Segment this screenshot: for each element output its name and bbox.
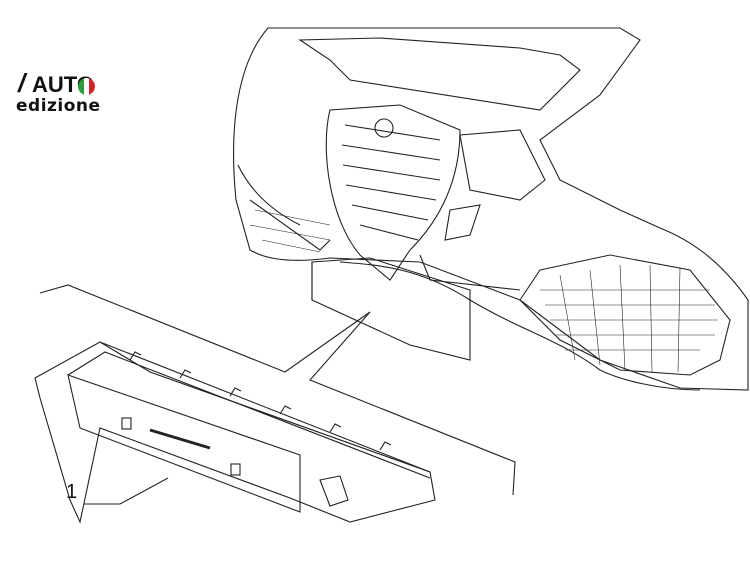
plate-mount-position bbox=[311, 257, 471, 361]
front-bumper-assembly bbox=[233, 27, 749, 391]
logo-subtitle: edizione bbox=[16, 96, 101, 116]
brand-badge bbox=[374, 118, 394, 138]
plate-slot bbox=[149, 428, 211, 450]
callout-leader bbox=[84, 477, 169, 505]
italian-flag-icon bbox=[78, 78, 95, 95]
part-callout-1: 1 bbox=[66, 481, 78, 503]
mount-hole-right bbox=[230, 463, 241, 476]
leader-lines bbox=[39, 284, 516, 496]
license-plate-bracket bbox=[34, 341, 436, 524]
auto-edizione-logo: / AUTO edizione bbox=[14, 66, 104, 116]
grille-slats bbox=[341, 124, 441, 241]
lower-grille-mesh bbox=[249, 209, 718, 373]
mount-hole-left bbox=[121, 417, 132, 430]
logo-slash: / bbox=[18, 68, 25, 98]
